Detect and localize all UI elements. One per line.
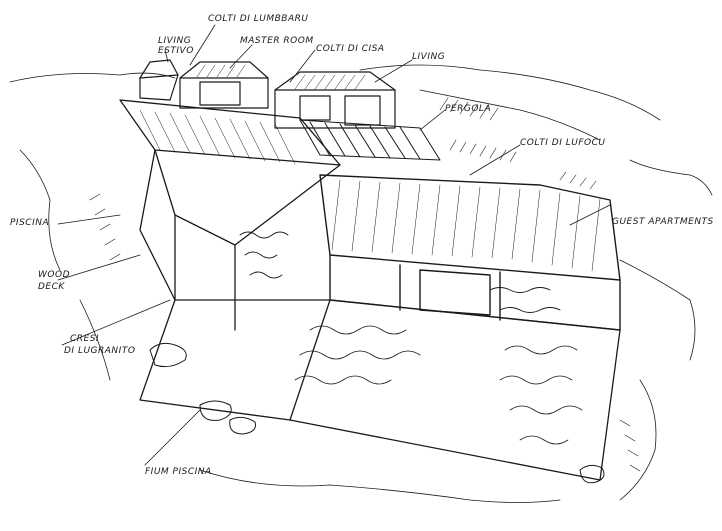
living-estivo-sublabel: ESTIVO [158, 46, 194, 56]
living-label: LIVING [412, 52, 446, 62]
rocks [149, 342, 605, 484]
vegetation-hatching [89, 97, 641, 472]
pergola-label: PERGOLA [445, 104, 492, 114]
leader-lines [57, 24, 611, 466]
top-houses-hatching [196, 64, 366, 90]
wood-deck-label-2: DECK [38, 282, 65, 292]
piscina-label: PISCINA [10, 218, 50, 228]
paving-stones [294, 325, 583, 445]
wood-deck-label-1: WOOD [38, 270, 70, 280]
pool-terrace [139, 299, 621, 481]
living-estivo-label: LIVING [158, 36, 192, 46]
guest-apartments-label: GUEST APARTMENTS [612, 217, 714, 227]
master-room-label: MASTER ROOM [240, 36, 314, 46]
cast-granite-label-2: DI LUGRANITO [64, 346, 136, 356]
cast-granite-label-1: CRESI [70, 334, 100, 344]
colti-lumbaru-label: COLTI DI LUMBBARU [208, 14, 309, 24]
guest-roof-hatching [331, 179, 601, 272]
fiume-piscina-label: FIUM PISCINA [145, 467, 212, 477]
colti-cisa-label: COLTI DI CISA [316, 44, 385, 54]
left-wing [119, 99, 341, 331]
colti-lufocu-label: COLTI DI LUFOCU [520, 138, 606, 148]
stone-walls [239, 231, 561, 313]
pergola [299, 119, 441, 161]
left-wing-hatching [139, 109, 296, 165]
landscape-scribble [9, 64, 713, 503]
